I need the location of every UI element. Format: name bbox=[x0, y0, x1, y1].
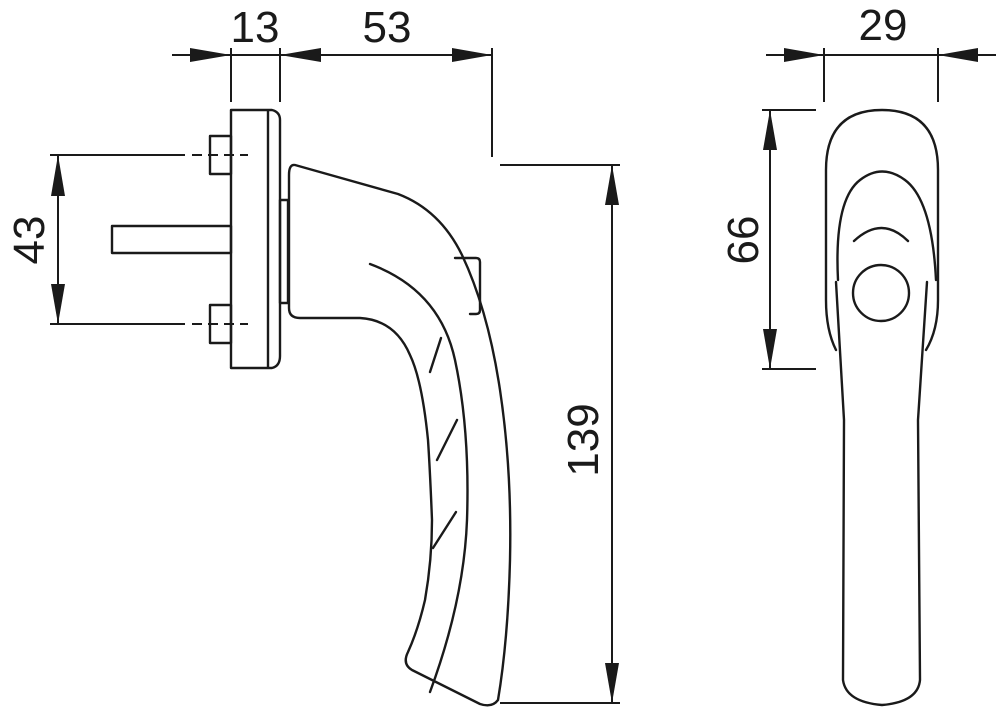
dimension-43: 43 bbox=[5, 154, 185, 325]
inner-oval bbox=[836, 170, 938, 282]
rose-outline bbox=[824, 108, 940, 352]
dimension-label-13: 13 bbox=[231, 3, 280, 52]
knob-circle bbox=[851, 263, 911, 323]
dimension-29: 29 bbox=[766, 1, 996, 102]
rose-plate bbox=[229, 108, 282, 370]
spindle bbox=[110, 224, 233, 255]
dimension-label-43: 43 bbox=[5, 216, 54, 265]
dimension-13-53: 13 53 bbox=[172, 3, 493, 157]
dimension-label-53: 53 bbox=[363, 3, 412, 52]
dimension-139: 139 bbox=[500, 164, 620, 704]
handle-shaft bbox=[834, 280, 929, 707]
dimension-label-29: 29 bbox=[859, 1, 908, 50]
side-view bbox=[110, 108, 512, 707]
dimension-label-139: 139 bbox=[559, 403, 608, 476]
front-view bbox=[824, 108, 940, 707]
handle-body bbox=[287, 163, 512, 707]
dimension-66: 66 bbox=[719, 109, 816, 370]
dimension-label-66: 66 bbox=[719, 216, 768, 265]
